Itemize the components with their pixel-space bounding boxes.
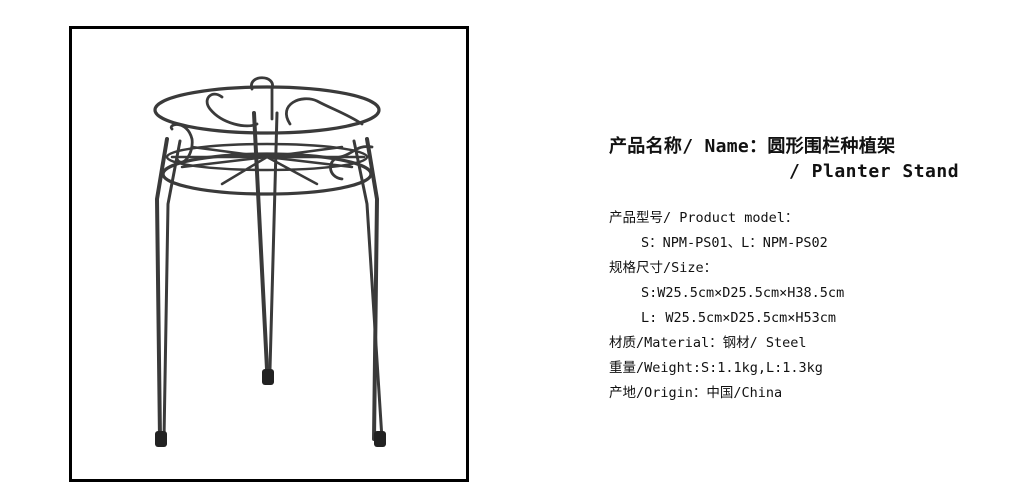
planter-stand-image: [153, 76, 386, 447]
product-name-title: 产品名称/ Name：圆形围栏种植架: [609, 136, 896, 157]
spec-size-small: S:W25.5cm×D25.5cm×H38.5cm: [641, 285, 845, 301]
product-image-frame: [69, 26, 469, 482]
spec-size-label: 规格尺寸/Size：: [609, 260, 718, 276]
spec-size-large: L: W25.5cm×D25.5cm×H53cm: [641, 310, 837, 326]
spec-material: 材质/Material：钢材/ Steel: [609, 335, 807, 351]
spec-list: 产品型号/ Product model： S：NPM-PS01、L：NPM-PS…: [609, 206, 959, 406]
spec-model-label: 产品型号/ Product model：: [609, 210, 799, 226]
spec-weight: 重量/Weight:S:1.1kg,L:1.3kg: [609, 360, 823, 376]
spec-model-value: S：NPM-PS01、L：NPM-PS02: [641, 235, 828, 251]
product-name-english: / Planter Stand: [789, 161, 960, 182]
spec-origin: 产地/Origin：中国/China: [609, 385, 783, 401]
product-info: 产品名称/ Name：圆形围栏种植架 / Planter Stand 产品型号/…: [609, 134, 959, 406]
